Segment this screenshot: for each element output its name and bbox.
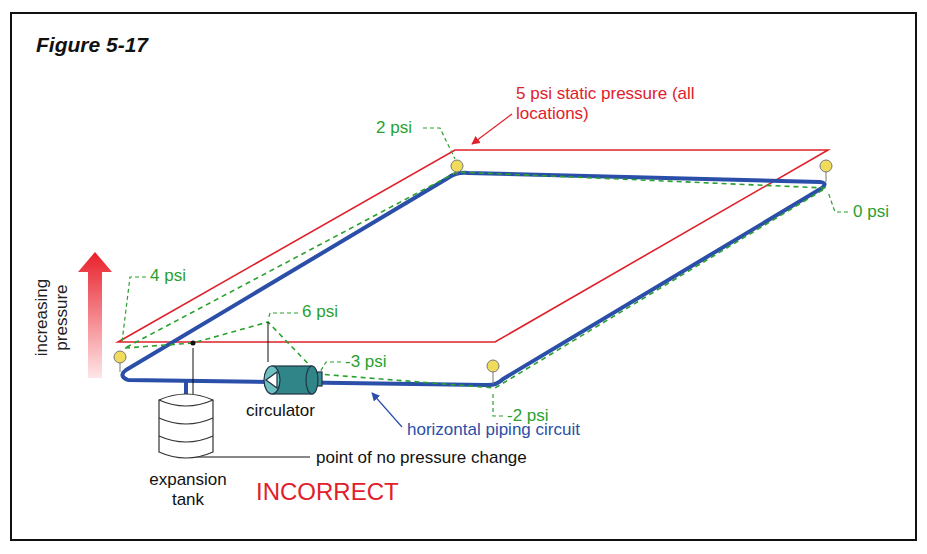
pressure-value: 4 psi — [150, 266, 186, 286]
pressure-value: 2 psi — [376, 118, 412, 138]
pressure-profile — [125, 172, 826, 388]
frame — [11, 13, 916, 540]
pressure-drop-line — [268, 322, 269, 362]
component-label: circulator — [246, 401, 315, 421]
figure-title: Figure 5-17 — [36, 33, 148, 57]
gauges — [114, 160, 832, 384]
pressure-value: -3 psi — [345, 352, 387, 372]
pressure-arrow — [78, 252, 112, 378]
pressure-value: 0 psi — [853, 202, 889, 222]
axis-label: increasing pressure — [32, 274, 71, 362]
circulator-symbol — [264, 366, 322, 394]
pressure-value: 6 psi — [302, 302, 338, 322]
component-label: expansion tank — [148, 470, 228, 509]
status-label: INCORRECT — [256, 478, 399, 506]
leader-lines — [122, 114, 848, 427]
expansion-tank — [159, 380, 213, 458]
no-change-dot — [191, 341, 196, 346]
point-label: point of no pressure change — [316, 448, 527, 468]
circuit-label: horizontal piping circuit — [407, 420, 580, 440]
piping-circuit — [122, 173, 824, 385]
static-pressure-label: 5 psi static pressure (all locations) — [516, 84, 696, 123]
